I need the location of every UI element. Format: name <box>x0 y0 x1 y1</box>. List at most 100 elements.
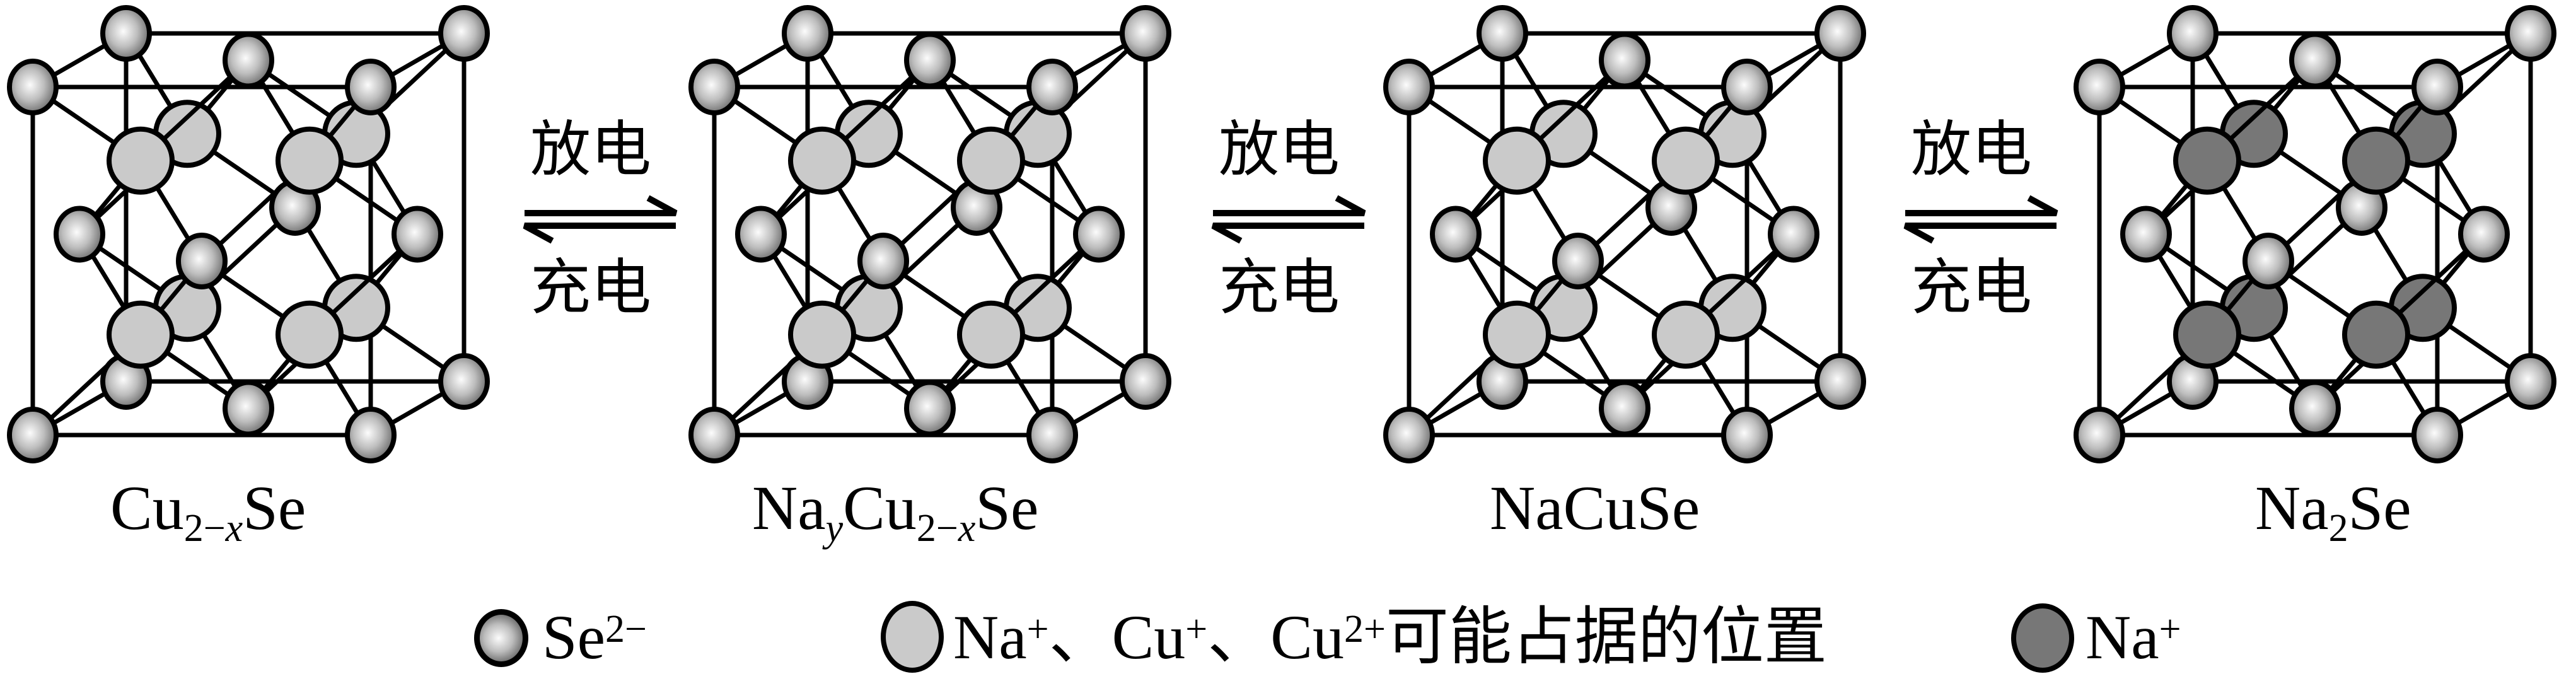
formula-subscript: 2 <box>2328 506 2348 550</box>
formula-text: Se <box>2348 473 2411 543</box>
formula-text: Na <box>752 473 826 543</box>
se-atom <box>2411 407 2463 463</box>
formula-text: Se <box>243 473 306 543</box>
formula-superscript: + <box>1026 607 1049 651</box>
se-atom <box>688 59 740 115</box>
se-atom <box>782 5 833 62</box>
se-atom <box>1599 32 1651 89</box>
cation-site-atom <box>2173 126 2241 195</box>
se-atom <box>2505 5 2556 62</box>
se-atom <box>2120 206 2172 263</box>
se-atom <box>2458 206 2510 263</box>
cation-site-atom <box>788 300 856 369</box>
se-atom <box>1120 353 1171 410</box>
se-atom <box>735 206 787 263</box>
cation-site-atom <box>276 300 344 369</box>
se-atom <box>1383 407 1435 463</box>
se-atom <box>7 59 59 115</box>
se-atom <box>223 32 274 89</box>
se-atom <box>1073 206 1125 263</box>
discharge-label-2: 放电 <box>1219 116 1340 183</box>
se-atom <box>1120 5 1171 62</box>
se-atom <box>1814 353 1866 410</box>
formula-subscript: 2− <box>183 506 226 550</box>
se-atom <box>1599 380 1651 437</box>
discharge-label-1: 放电 <box>530 116 651 183</box>
cation-site-atom <box>1652 300 1720 369</box>
reverse-arrow-icon <box>1903 223 2057 244</box>
se-atom <box>1026 59 1078 115</box>
formula-text: 、Cu <box>1207 602 1344 672</box>
unit-cell-na2se <box>2074 5 2556 463</box>
formula-text: Cu <box>110 473 184 543</box>
se-atom <box>54 206 105 263</box>
cation-site-atom <box>2342 300 2410 369</box>
se-atom <box>1721 407 1773 463</box>
cation-site-atom <box>957 126 1025 195</box>
se-atom <box>2505 353 2556 410</box>
legend-label-cation-sites: Na+、Cu+、Cu2+可能占据的位置 <box>953 603 1827 672</box>
equilibrium-arrow-2 <box>1211 195 1366 244</box>
discharge-label-3: 放电 <box>1911 116 2032 183</box>
formula-superscript: 2+ <box>1343 607 1386 651</box>
formula-text: Se <box>542 602 605 672</box>
formula-subscript: y <box>825 506 844 550</box>
formula-text: 、Cu <box>1048 602 1186 672</box>
cation-site-atom <box>1483 126 1551 195</box>
structure-label-nacuse: NaCuSe <box>1490 474 1700 543</box>
reverse-arrow-icon <box>1211 223 1364 244</box>
cation-site-legend-swatch-icon <box>881 601 944 673</box>
se-atom <box>392 206 443 263</box>
se-legend-swatch-icon <box>474 609 528 667</box>
na-legend-swatch-icon <box>2011 603 2074 673</box>
charge-label-3: 充电 <box>1911 254 2032 322</box>
cation-site-atom <box>1483 300 1551 369</box>
cation-site-atom <box>957 300 1025 369</box>
cation-site-atom <box>1652 126 1720 195</box>
forward-arrow-icon <box>1213 195 1366 216</box>
cation-site-atom <box>276 126 344 195</box>
se-atom <box>1477 5 1528 62</box>
unit-cell-cu2-xse <box>7 5 490 463</box>
structure-label-naycu2-xse: NayCu2−xSe <box>752 473 1038 550</box>
se-atom <box>1383 59 1435 115</box>
se-atom <box>1552 233 1604 289</box>
formula-superscript: + <box>1185 607 1208 651</box>
structure-label-cu2-xse: Cu2−xSe <box>110 473 306 550</box>
formula-text: 可能占据的位置 <box>1385 602 1827 672</box>
se-atom <box>2289 32 2341 89</box>
se-atom <box>2242 233 2294 289</box>
se-atom <box>2167 5 2219 62</box>
legend-label-se: Se2− <box>542 603 647 672</box>
se-atom <box>1721 59 1773 115</box>
cation-site-atom <box>2173 300 2241 369</box>
cation-site-atom <box>2342 126 2410 195</box>
se-atom <box>1430 206 1482 263</box>
legend-label-na: Na+ <box>2086 603 2181 672</box>
formula-subscript: x <box>225 506 243 550</box>
formula-text: Na <box>953 602 1027 672</box>
charge-label-1: 充电 <box>530 254 651 322</box>
reverse-arrow-icon <box>523 223 676 244</box>
se-atom <box>2074 407 2125 463</box>
unit-cell-nacuse <box>1383 5 1866 463</box>
cation-site-atom <box>107 126 175 195</box>
structure-label-na2se: Na2Se <box>2255 473 2411 550</box>
se-atom <box>438 353 490 410</box>
se-atom <box>1026 407 1078 463</box>
se-atom <box>100 5 152 62</box>
se-atom <box>223 380 274 437</box>
forward-arrow-icon <box>1905 195 2058 216</box>
se-atom <box>345 407 397 463</box>
se-atom <box>2074 59 2125 115</box>
se-atom <box>904 380 956 437</box>
charge-label-2: 充电 <box>1219 254 1340 322</box>
formula-superscript: 2− <box>605 607 647 651</box>
formula-subscript: x <box>958 506 976 550</box>
forward-arrow-icon <box>525 195 678 216</box>
equilibrium-arrow-3 <box>1903 195 2058 244</box>
formula-text: NaCuSe <box>1490 473 1700 543</box>
se-atom <box>688 407 740 463</box>
